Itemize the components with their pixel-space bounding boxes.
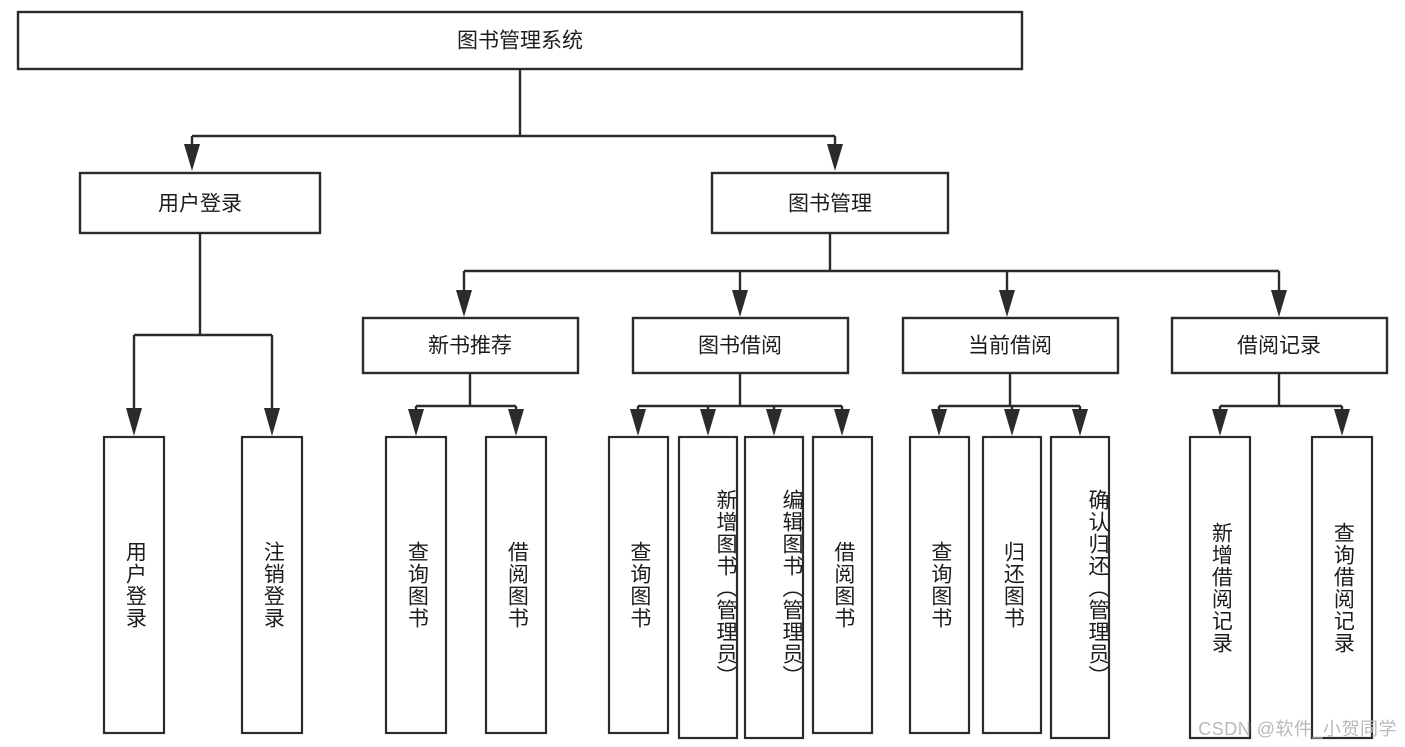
new-book-recommend-label: 新书推荐 <box>428 335 512 358</box>
connector-borrowrecord-to-leaves <box>1212 373 1350 436</box>
arrow-to-new-book-rec <box>456 290 472 317</box>
arrow-to-user-login <box>184 144 200 171</box>
leaf-box-borrow-book-rec[interactable] <box>484 435 548 735</box>
node-book-management[interactable]: 图书管理 <box>710 171 950 235</box>
user-login-label: 用户登录 <box>158 193 242 216</box>
connector-bookborrow-to-leaves <box>630 373 850 436</box>
current-borrow-label: 当前借阅 <box>968 335 1052 358</box>
arrow-bookborrow-leaf-2 <box>700 409 716 436</box>
user-login-box[interactable] <box>78 171 322 235</box>
node-book-borrow[interactable]: 图书借阅 <box>631 316 850 375</box>
root-node-label: 图书管理系统 <box>457 30 583 53</box>
current-borrow-box[interactable] <box>901 316 1120 375</box>
leaf-box-query-book-rec[interactable] <box>384 435 448 735</box>
connector-root-to-level2 <box>184 69 843 171</box>
node-borrow-record[interactable]: 借阅记录 <box>1170 316 1389 375</box>
arrow-to-current-borrow <box>999 290 1015 317</box>
leaf-box-query-book-borrow[interactable] <box>607 435 670 735</box>
arrow-currentborrow-leaf-2 <box>1004 409 1020 436</box>
connector-newbook-to-leaves <box>408 373 524 436</box>
leaf-box-query-borrow-record[interactable] <box>1310 435 1374 740</box>
connector-userlogin-to-leaves <box>126 233 280 436</box>
leaf-box-confirm-return-admin[interactable] <box>1049 435 1111 740</box>
csdn-watermark: CSDN @软件_小贺同学 <box>1198 719 1397 739</box>
leaf-box-add-borrow-record[interactable] <box>1188 435 1252 740</box>
arrow-to-book-borrow <box>732 290 748 317</box>
arrow-borrowrecord-leaf-1 <box>1212 409 1228 436</box>
node-current-borrow[interactable]: 当前借阅 <box>901 316 1120 375</box>
arrow-currentborrow-leaf-3 <box>1072 409 1088 436</box>
arrow-to-book-manage <box>827 144 843 171</box>
leaf-box-return-book[interactable] <box>981 435 1043 735</box>
leaf-box-edit-book-admin[interactable] <box>743 435 805 740</box>
borrow-record-label: 借阅记录 <box>1237 335 1321 358</box>
connector-bookmgmt-to-level3 <box>456 233 1287 317</box>
node-root-system[interactable]: 图书管理系统 <box>16 10 1024 71</box>
arrow-to-leaf-logout <box>264 408 280 436</box>
arrow-bookborrow-leaf-4 <box>834 409 850 436</box>
book-borrow-label: 图书借阅 <box>698 335 782 358</box>
leaf-box-add-book-admin[interactable] <box>677 435 739 740</box>
arrow-newbook-leaf-2 <box>508 409 524 436</box>
arrow-bookborrow-leaf-3 <box>766 409 782 436</box>
arrow-to-borrow-record <box>1271 290 1287 317</box>
root-node-box[interactable] <box>16 10 1024 71</box>
arrow-to-leaf-user-login <box>126 408 142 436</box>
leaf-box-query-book-current[interactable] <box>908 435 971 735</box>
node-new-book-recommend[interactable]: 新书推荐 <box>361 316 580 375</box>
arrow-borrowrecord-leaf-2 <box>1334 409 1350 436</box>
new-book-recommend-box[interactable] <box>361 316 580 375</box>
leaf-box-logout[interactable] <box>240 435 304 735</box>
leaf-box-borrow-book[interactable] <box>811 435 874 735</box>
arrow-currentborrow-leaf-1 <box>931 409 947 436</box>
book-management-label: 图书管理 <box>788 193 872 216</box>
node-user-login[interactable]: 用户登录 <box>78 171 322 235</box>
leaf-box-user-login[interactable] <box>102 435 166 735</box>
connector-currentborrow-to-leaves <box>931 373 1088 436</box>
arrow-bookborrow-leaf-1 <box>630 409 646 436</box>
arrow-newbook-leaf-1 <box>408 409 424 436</box>
